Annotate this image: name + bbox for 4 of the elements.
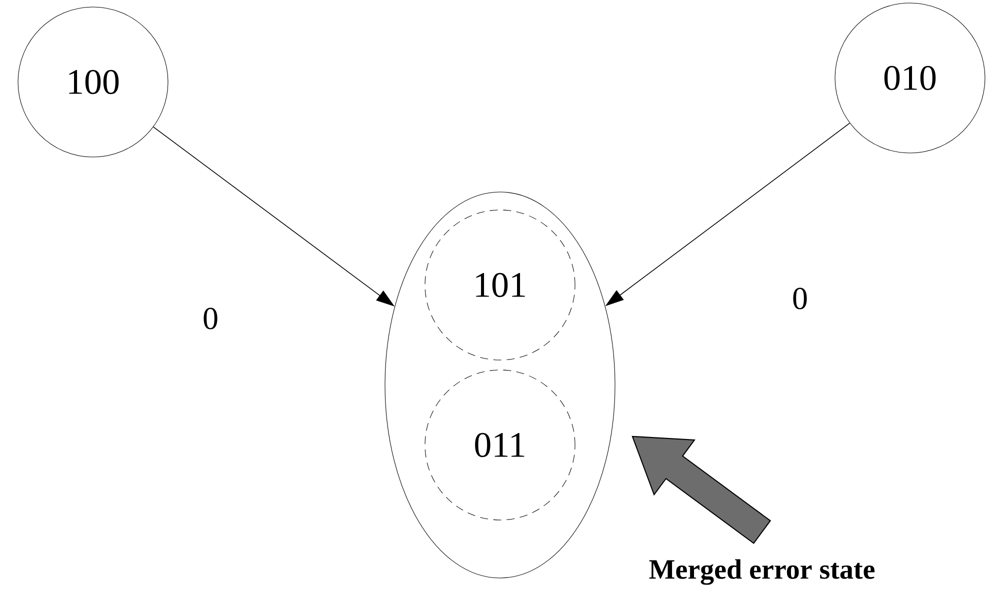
caption-text: Merged error state xyxy=(649,559,874,585)
edge-label: 0 xyxy=(790,286,810,311)
merged-state-ellipse xyxy=(384,192,616,578)
edge-label: 0 xyxy=(201,306,220,331)
